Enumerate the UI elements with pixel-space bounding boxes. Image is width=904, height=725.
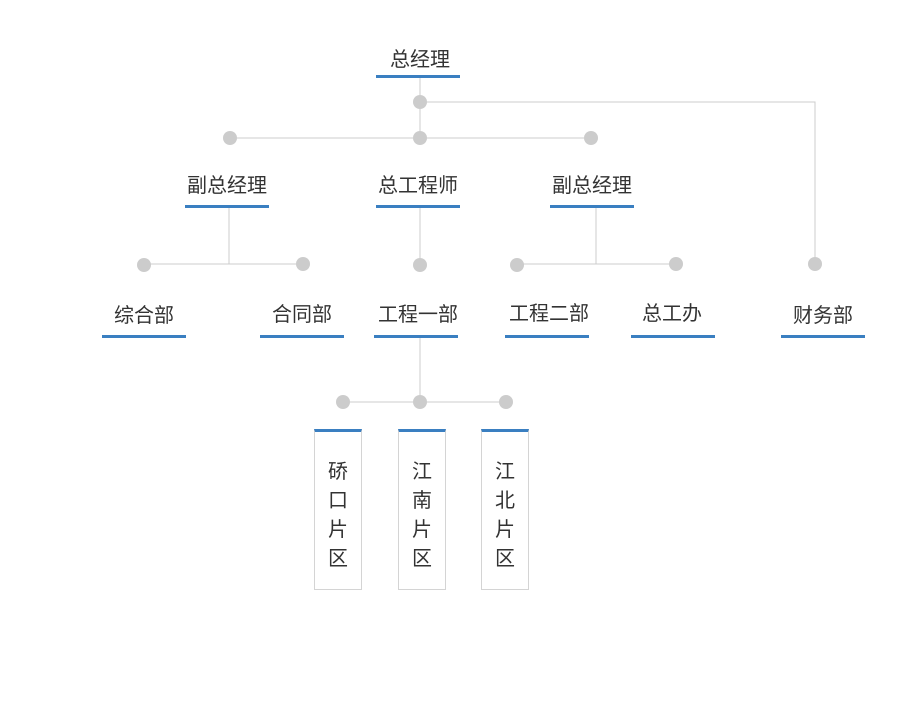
connector-dot [336, 395, 350, 409]
connector-dot [413, 258, 427, 272]
node-underline [631, 335, 715, 338]
node-jiangnan-district: 江南片区 [398, 429, 446, 590]
node-underline [505, 335, 589, 338]
node-deputy-gm-left: 副总经理 [187, 173, 267, 197]
connector-dot [223, 131, 237, 145]
node-engineering-dept-2: 工程二部 [509, 301, 589, 325]
node-underline [374, 335, 458, 338]
node-jiangnan-district-label: 江南片区 [412, 459, 432, 570]
node-underline [550, 205, 634, 208]
connector-dot [137, 258, 151, 272]
node-underline [376, 205, 460, 208]
node-chief-engineer-office: 总工办 [642, 301, 702, 325]
node-underline [781, 335, 865, 338]
node-jiangbei-district-label: 江北片区 [495, 459, 515, 570]
node-deputy-gm-right: 副总经理 [552, 173, 632, 197]
connector-dot [510, 258, 524, 272]
connector-dot [413, 395, 427, 409]
node-jiangbei-district: 江北片区 [481, 429, 529, 590]
node-underline [376, 75, 460, 78]
node-qiaokou-district-label: 硚口片区 [328, 459, 348, 570]
connector-dot [584, 131, 598, 145]
node-general-affairs-dept: 综合部 [114, 303, 174, 327]
node-finance-dept: 财务部 [793, 303, 853, 327]
node-underline [185, 205, 269, 208]
node-contract-dept: 合同部 [272, 302, 332, 326]
connector-dot [499, 395, 513, 409]
node-underline [102, 335, 186, 338]
node-underline [260, 335, 344, 338]
node-engineering-dept-1: 工程一部 [378, 302, 458, 326]
connector-dot [669, 257, 683, 271]
node-general-manager: 总经理 [390, 47, 450, 71]
node-qiaokou-district: 硚口片区 [314, 429, 362, 590]
connector-dot [413, 95, 427, 109]
node-chief-engineer: 总工程师 [378, 173, 458, 197]
connector-dot [808, 257, 822, 271]
connector-dot [296, 257, 310, 271]
connector-line [420, 101, 816, 264]
connector-dot [413, 131, 427, 145]
